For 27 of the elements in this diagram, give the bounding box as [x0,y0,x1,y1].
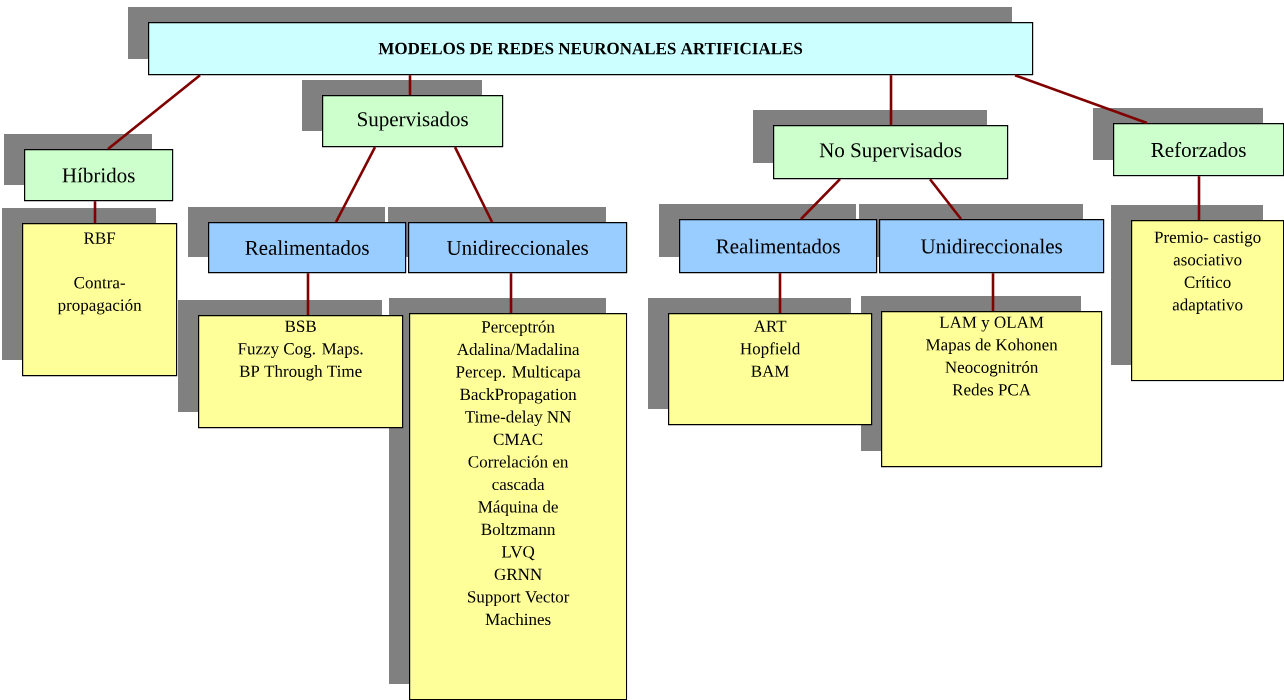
connector-line [778,273,782,313]
category-box: No Supervisados [773,125,1009,180]
model-list-box: RBF Contra- propagación [22,223,178,377]
model-list-box: ART Hopfield BAM [668,312,873,426]
connector-line [1197,176,1201,220]
connector-line [306,273,310,315]
connector-line [408,75,412,95]
model-list-box: LAM y OLAM Mapas de Kohonen Neocognitrón Redes PCA [881,311,1103,468]
title-box: MODELOS DE REDES NEURONALES ARTIFICIALES [148,22,1034,76]
subcategory-box: Realimentados [679,219,878,274]
model-list-box: Premio- castigo asociativo Crítico adaptativo [1131,220,1284,382]
connector-line [93,201,97,223]
subcategory-box: Realimentados [208,222,407,274]
model-list-box: Perceptrón Adalina/Madalina Percep. Multicapa BackPropagation Time-delay NN CMAC Correlación en cascada Máquina de Boltzmann LVQ GRNN Support Vector Machines [409,312,628,700]
connector-line [107,74,201,150]
connector-line [991,273,995,311]
connector-line [800,178,841,220]
connector-line [889,75,893,125]
connector-line [453,146,494,223]
connector-line [509,273,513,313]
category-box: Híbridos [24,149,174,202]
subcategory-box: Unidireccionales [408,222,628,274]
category-box: Supervisados [322,95,504,148]
connector-line [334,146,377,223]
category-box: Reforzados [1113,123,1284,177]
model-list-box: BSB Fuzzy Cog. Maps. BP Through Time [198,314,404,429]
subcategory-box: Unidireccionales [879,219,1105,274]
